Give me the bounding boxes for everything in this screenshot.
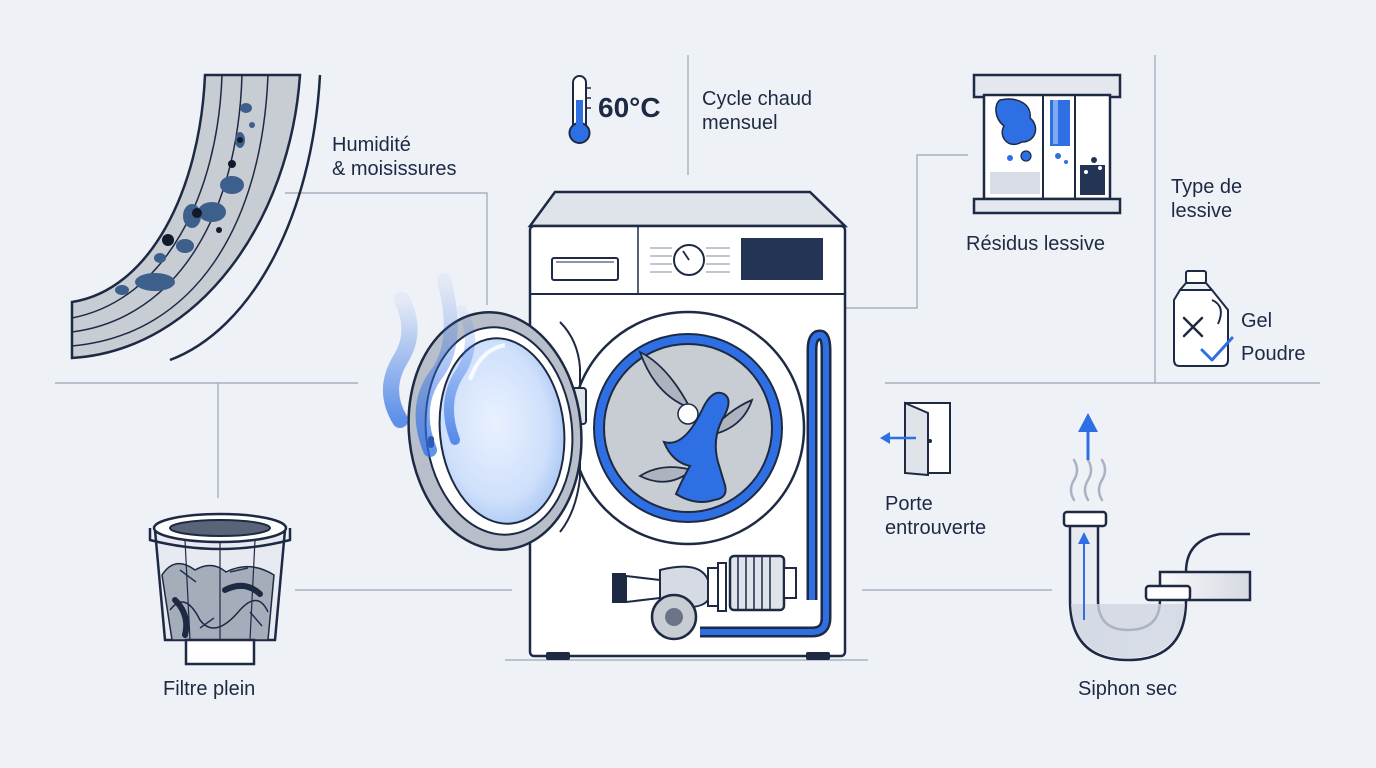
siphon-illustration [1062,413,1252,662]
door-ajar-label-line-1: Porte [885,493,933,515]
door-gasket-mold-illustration [70,73,322,362]
thermometer-icon [568,75,591,144]
cross-icon [1182,316,1204,338]
detergent-type-label: Type de lessive [1171,175,1242,223]
check-icon [1200,336,1234,362]
detergent-type-label-line-1: Type de [1171,176,1243,198]
hot-cycle-label-line-1: Cycle chaud [702,88,813,110]
humidity-label-line-1: Humidité [332,134,411,156]
detergent-drawer-illustration [972,73,1122,215]
humidity-label: Humidité & moisissures [332,133,456,181]
hot-cycle-label-line-2: mensuel [702,112,778,134]
connector-lines [55,55,1320,591]
gel-label: Gel [1241,310,1273,332]
full-filter-label: Filtre plein [163,678,256,700]
lint-filter-illustration [148,512,292,666]
door-icon [880,401,951,477]
dry-siphon-label: Siphon sec [1078,678,1177,700]
powder-label: Poudre [1241,343,1306,365]
steam-icon [383,273,475,457]
humidity-label-line-2: & moisissures [332,158,457,180]
steam-icon [1069,458,1107,502]
detergent-residue-label: Résidus lessive [966,233,1105,255]
hot-cycle-label: Cycle chaud mensuel [702,87,812,135]
detergent-bottle-icon [1173,270,1234,367]
door-ajar-label-line-2: entrouverte [885,517,987,539]
washing-machine-illustration [383,190,868,661]
temperature-value: 60°C [598,92,661,123]
detergent-type-label-line-2: lessive [1171,200,1233,222]
door-ajar-label: Porte entrouverte [885,492,986,540]
